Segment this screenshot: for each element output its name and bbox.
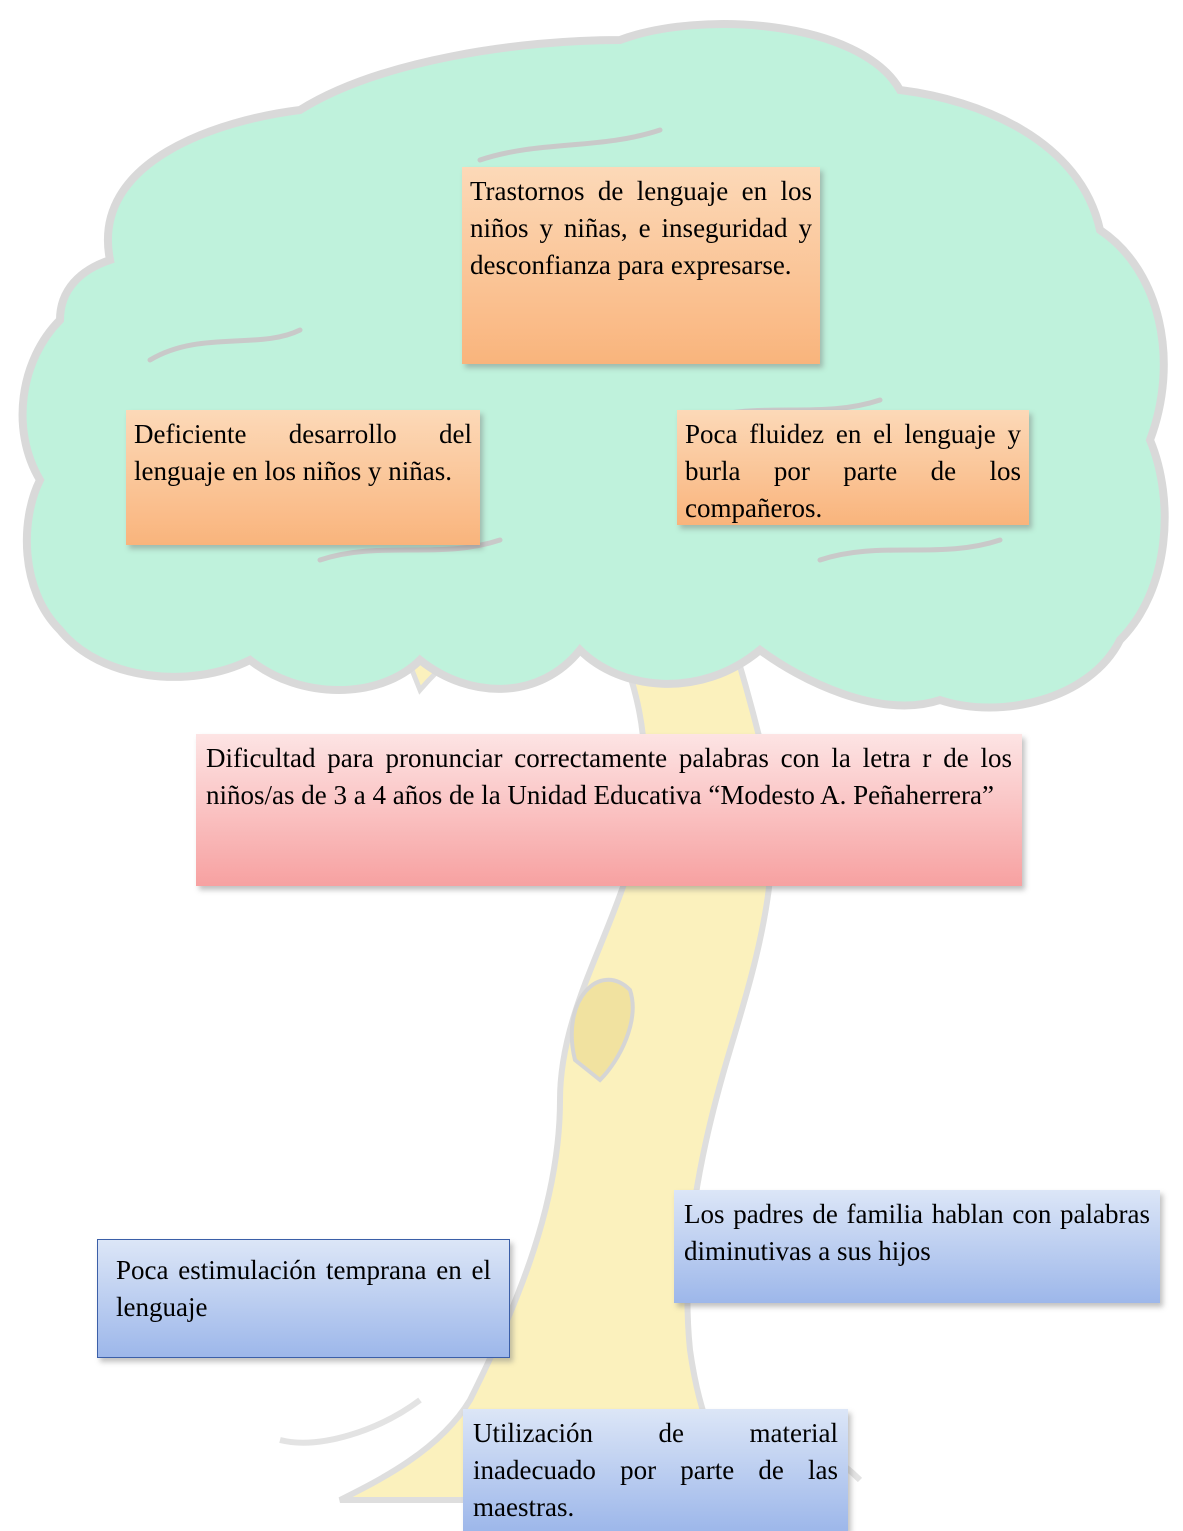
cause-box-padres: Los padres de familia hablan con palabra… — [674, 1190, 1160, 1303]
tree-canopy — [18, 20, 1169, 712]
effect-text-deficiente: Deficiente desarrollo del lenguaje en lo… — [134, 419, 472, 486]
effect-box-trastornos: Trastornos de lenguaje en los niños y ni… — [462, 167, 820, 364]
cause-text-estimulacion: Poca estimulación temprana en el lenguaj… — [116, 1255, 491, 1322]
cause-box-estimulacion: Poca estimulación temprana en el lenguaj… — [97, 1239, 510, 1358]
cause-text-material: Utilización de material inadecuado por p… — [473, 1418, 838, 1522]
effect-box-deficiente: Deficiente desarrollo del lenguaje en lo… — [126, 410, 480, 545]
tree-knot — [569, 977, 635, 1083]
central-problem-text: Dificultad para pronunciar correctamente… — [206, 743, 1012, 810]
effect-text-poca-fluidez: Poca fluidez en el lenguaje y burla por … — [685, 419, 1021, 523]
effect-text-trastornos: Trastornos de lenguaje en los niños y ni… — [470, 176, 812, 280]
cause-box-material: Utilización de material inadecuado por p… — [463, 1409, 848, 1531]
effect-box-poca-fluidez: Poca fluidez en el lenguaje y burla por … — [677, 410, 1029, 525]
cause-text-padres: Los padres de familia hablan con palabra… — [684, 1199, 1150, 1266]
central-problem-box: Dificultad para pronunciar correctamente… — [196, 734, 1022, 886]
